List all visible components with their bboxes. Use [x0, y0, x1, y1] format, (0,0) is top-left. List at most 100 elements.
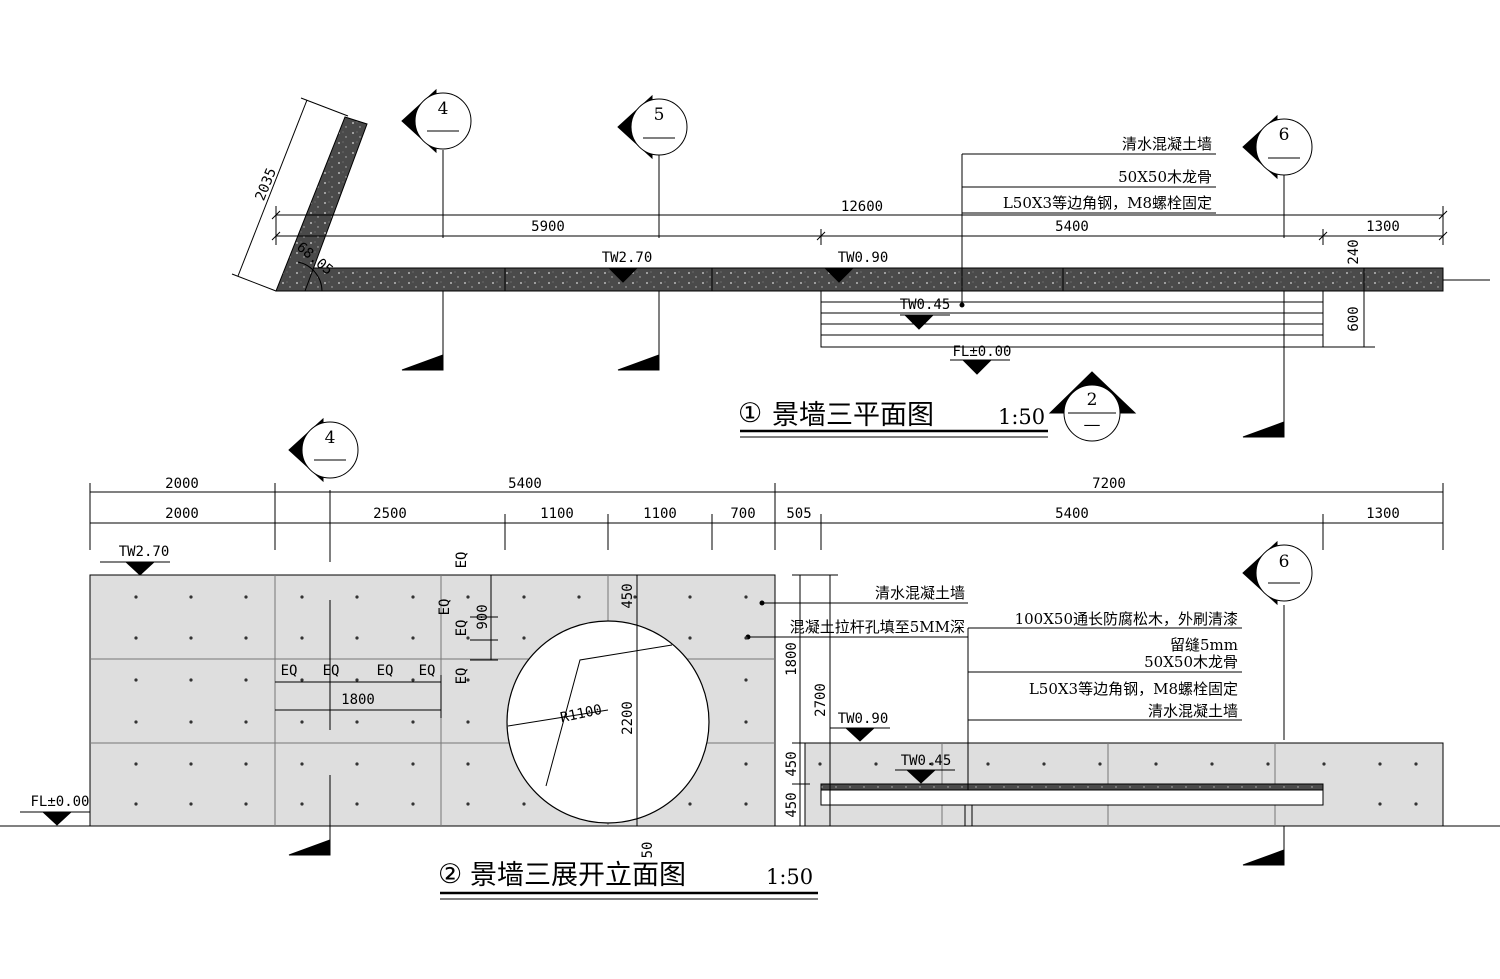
elevation-circular-opening — [506, 620, 710, 824]
tie-hole-dot — [411, 720, 415, 724]
plan-texts: 12600 5900 5400 1300 2035 68.05 240 600 … — [253, 99, 1400, 435]
plan-dim-wing: 2035 — [253, 166, 280, 203]
tie-hole-dot — [466, 636, 470, 640]
tie-hole-dot — [189, 762, 193, 766]
elev-level-tw-high: TW2.70 — [119, 544, 170, 560]
tie-hole-dot — [244, 762, 248, 766]
plan-section-label-5: 5 — [654, 105, 665, 125]
elev-eq-6: EQ — [323, 663, 340, 679]
tie-hole-dot — [986, 762, 990, 766]
elev-eq-4: EQ — [454, 668, 470, 685]
tie-hole-dot — [300, 720, 304, 724]
elevation-tw-low-marker — [905, 769, 937, 784]
elev-eq-8: EQ — [419, 663, 436, 679]
elev-note-3: 100X50通长防腐松木，外刷清漆 — [1015, 610, 1238, 628]
tie-hole-dot — [355, 762, 359, 766]
tie-hole-dot — [1414, 762, 1418, 766]
tie-hole-dot — [189, 802, 193, 806]
elevation-bench — [820, 789, 1324, 806]
elev-section-label-4: 4 — [325, 428, 336, 448]
tie-hole-dot — [411, 802, 415, 806]
plan-index-marker[interactable] — [1048, 371, 1137, 442]
tie-hole-dot — [522, 595, 526, 599]
tie-hole-dot — [522, 636, 526, 640]
elev-dim-2700: 2700 — [813, 683, 829, 717]
plan-dim-seg1: 5900 — [531, 219, 565, 235]
elevation-fl-marker — [41, 811, 73, 826]
plan-section-marker-4[interactable] — [401, 88, 472, 154]
elevation-section-marker-6[interactable] — [1242, 540, 1313, 606]
plan-fl-marker — [961, 359, 993, 375]
elev-note-4: 留缝5mm — [1170, 636, 1238, 654]
tie-hole-dot — [744, 636, 748, 640]
plan-section-marker-6[interactable] — [1242, 114, 1313, 180]
elev-eq-7: EQ — [377, 663, 394, 679]
plan-title-num: ① — [738, 398, 762, 429]
tie-hole-dot — [355, 595, 359, 599]
elev-note-7: 清水混凝土墙 — [1148, 702, 1238, 720]
tie-hole-dot — [744, 720, 748, 724]
tie-hole-dot — [355, 636, 359, 640]
plan-index-sheet: — — [1084, 415, 1101, 435]
tie-hole-dot — [1378, 802, 1382, 806]
elev-level-tw-low: TW0.45 — [901, 753, 952, 769]
elev-dim-505: 505 — [786, 506, 811, 522]
plan-dim-thick: 240 — [1346, 239, 1362, 264]
plan-wing-wall — [275, 116, 368, 292]
plan-view — [231, 88, 1490, 442]
elev-dim-1100b: 1100 — [643, 506, 677, 522]
plan-level-fl: FL±0.00 — [952, 344, 1011, 360]
elev-dim-450a: 450 — [784, 751, 800, 776]
elev-dim-900: 900 — [475, 604, 491, 629]
elev-dim-1100a: 1100 — [540, 506, 574, 522]
elev-eq-1: EQ — [454, 552, 470, 569]
elev-level-tw-mid: TW0.90 — [838, 711, 889, 727]
tie-hole-dot — [466, 678, 470, 682]
tie-hole-dot — [134, 636, 138, 640]
tie-hole-dot — [466, 720, 470, 724]
tie-hole-dot — [466, 595, 470, 599]
plan-level-tw-high: TW2.70 — [602, 250, 653, 266]
elevation-texts: 2000 5400 7200 2000 2500 1100 1100 700 5… — [30, 428, 1399, 891]
tie-hole-dot — [134, 595, 138, 599]
tie-hole-dot — [633, 595, 637, 599]
plan-dim-total: 12600 — [841, 199, 883, 215]
tie-hole-dot — [244, 720, 248, 724]
plan-dim-step-depth: 600 — [1346, 306, 1362, 331]
tie-hole-dot — [1322, 762, 1326, 766]
tie-hole-dot — [466, 762, 470, 766]
elev-dim-450-top: 450 — [620, 583, 636, 608]
tie-hole-dot — [744, 678, 748, 682]
tie-hole-dot — [744, 595, 748, 599]
elev-top-dim-1: 2000 — [165, 476, 199, 492]
tie-hole-dot — [244, 595, 248, 599]
tie-hole-dot — [355, 802, 359, 806]
tie-hole-dot — [411, 762, 415, 766]
plan-index-num: 2 — [1087, 390, 1098, 410]
elev-dim-5400: 5400 — [1055, 506, 1089, 522]
tie-hole-dot — [1154, 762, 1158, 766]
tie-hole-dot — [189, 595, 193, 599]
tie-hole-dot — [1042, 762, 1046, 766]
tie-hole-dot — [744, 762, 748, 766]
tie-hole-dot — [300, 636, 304, 640]
plan-section-marker-5[interactable] — [617, 94, 688, 160]
elev-dim-1800-v: 1800 — [784, 642, 800, 676]
elevation-section-marker-4[interactable] — [288, 417, 359, 483]
elev-note-6: L50X3等边角钢，M8螺栓固定 — [1029, 680, 1238, 698]
elev-title-num: ② — [438, 859, 462, 890]
tie-hole-dot — [1414, 802, 1418, 806]
plan-note-2: 50X50木龙骨 — [1118, 168, 1212, 186]
tie-hole-dot — [244, 636, 248, 640]
tie-hole-dot — [134, 762, 138, 766]
elev-dim-2200: 2200 — [620, 701, 636, 735]
tie-hole-dot — [874, 762, 878, 766]
elev-eq-2: EQ — [437, 599, 453, 616]
tie-hole-dot — [688, 595, 692, 599]
elev-title: 景墙三展开立面图 — [470, 860, 686, 891]
tie-hole-dot — [355, 720, 359, 724]
elev-dim-1300: 1300 — [1366, 506, 1400, 522]
plan-dim-seg2: 5400 — [1055, 219, 1089, 235]
